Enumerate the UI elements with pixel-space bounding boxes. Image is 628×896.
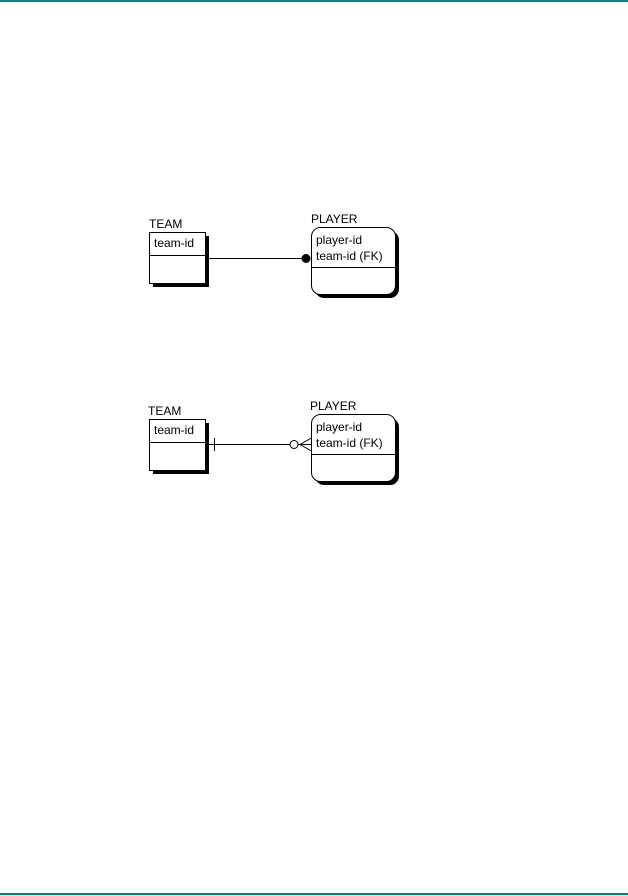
entity-box	[311, 414, 396, 482]
team-entity[interactable]: TEAM team-id	[148, 404, 209, 474]
player-entity[interactable]: PLAYER player-id team-id (FK)	[311, 212, 399, 298]
entity-name: PLAYER	[311, 212, 358, 226]
entity-name: TEAM	[149, 217, 182, 231]
attribute-team-id-fk: team-id (FK)	[316, 249, 383, 263]
er-diagram-2: TEAM team-id PLAYER player-id team-id (F…	[148, 399, 399, 485]
entity-name: PLAYER	[310, 399, 357, 413]
team-entity[interactable]: TEAM team-id	[149, 217, 209, 287]
attribute-player-id: player-id	[316, 233, 362, 247]
entity-box	[311, 227, 396, 295]
player-entity[interactable]: PLAYER player-id team-id (FK)	[310, 399, 399, 485]
relationship-1[interactable]	[205, 254, 311, 263]
crows-foot-marker	[298, 437, 312, 452]
attribute-team-id: team-id	[154, 236, 194, 250]
entity-name: TEAM	[148, 404, 181, 418]
attribute-team-id-fk: team-id (FK)	[316, 436, 383, 450]
bottom-rule	[0, 893, 628, 895]
er-diagram-1: TEAM team-id PLAYER player-id team-id (F…	[149, 212, 399, 298]
relationship-2[interactable]	[205, 437, 312, 452]
entity-box	[149, 232, 206, 284]
top-rule	[0, 0, 628, 2]
filled-dot-marker	[301, 254, 311, 263]
entity-box	[149, 419, 206, 471]
attribute-team-id: team-id	[154, 423, 194, 437]
attribute-player-id: player-id	[316, 420, 362, 434]
zero-circle-marker	[289, 440, 299, 449]
